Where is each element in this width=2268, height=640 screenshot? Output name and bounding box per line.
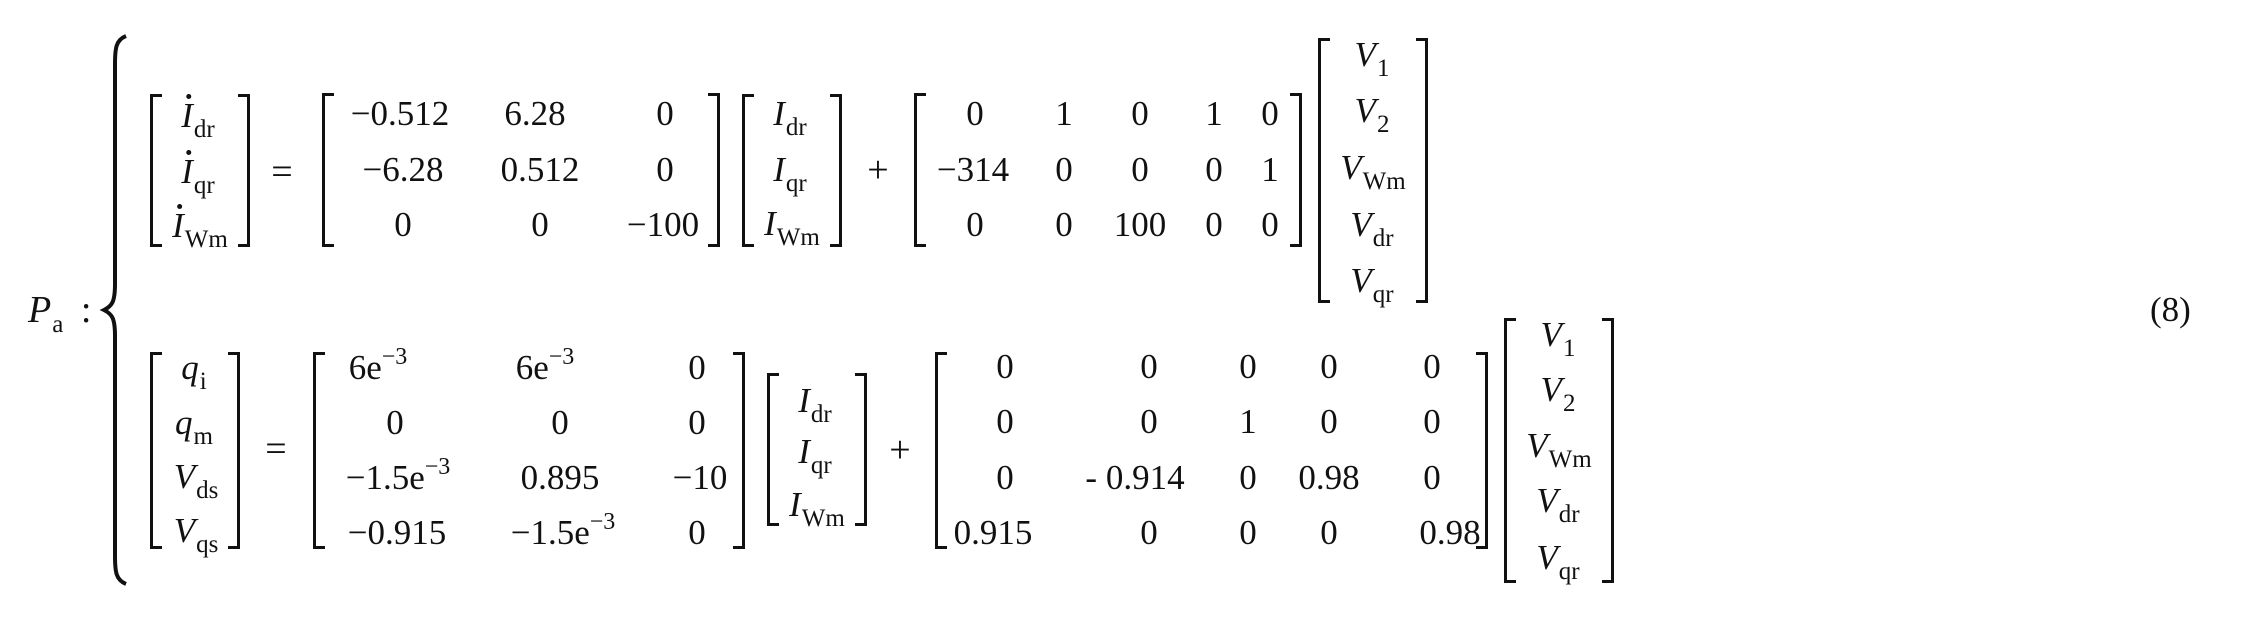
lower-state-entry: Iqr (798, 432, 832, 479)
matrix-a (322, 93, 720, 247)
lower-lhs-vector (150, 352, 240, 549)
lower-input-entry: V1 (1540, 315, 1576, 362)
matrix-a-cell: 0 (656, 94, 674, 133)
matrix-a-cell: −100 (626, 205, 700, 244)
system-label: Pa : (28, 289, 92, 338)
matrix-c-cell: −1.5e−3 (510, 509, 616, 552)
matrix-b-cell: 0 (1131, 94, 1149, 133)
lower-input-vector (1504, 318, 1614, 583)
lower-input-entry: Vdr (1536, 481, 1580, 528)
equals-sign: = (265, 428, 287, 470)
upper-lhs-vector (150, 94, 250, 247)
matrix-a-cell: 0 (394, 205, 412, 244)
matrix-b (914, 93, 1302, 247)
matrix-d-cell: 0 (1320, 347, 1338, 386)
upper-state-entry: IWm (764, 204, 820, 251)
matrix-b-cell: 0 (1205, 205, 1223, 244)
matrix-c (313, 352, 745, 549)
matrix-b-cell: 0 (1261, 94, 1279, 133)
matrix-c-cell: −10 (672, 458, 728, 497)
matrix-c-cell: 6e−3 (348, 344, 408, 387)
upper-state-vector (742, 94, 842, 247)
lower-state-entry: IWm (789, 485, 845, 532)
matrix-d-cell: 0 (1239, 513, 1257, 552)
matrix-b-cell: 0 (1261, 205, 1279, 244)
matrix-d-cell: 0 (1423, 458, 1441, 497)
lower-lhs-entry: Vds (173, 457, 219, 504)
matrix-d-cell: 0 (1140, 402, 1158, 441)
matrix-d-cell: 0.98 (1419, 513, 1481, 552)
matrix-c-cell: 0 (688, 513, 706, 552)
matrix-b-cell: 0 (1055, 205, 1073, 244)
matrix-b-cell: 0 (966, 94, 984, 133)
upper-state-entry: Iqr (773, 150, 807, 197)
upper-input-entry: Vdr (1350, 205, 1394, 252)
matrix-d-cell: - 0.914 (1085, 458, 1185, 497)
matrix-b-cell: 0 (966, 205, 984, 244)
matrix-b-cell: 1 (1205, 94, 1223, 133)
label-separator: : (80, 289, 92, 331)
matrix-c-cell: 0 (551, 403, 569, 442)
plus-sign: + (889, 429, 911, 471)
matrix-d-cell: 0.98 (1298, 458, 1360, 497)
matrix-d-cell: 1 (1239, 402, 1257, 441)
matrix-a-cell: −0.512 (350, 94, 450, 133)
upper-input-entry: V1 (1354, 35, 1390, 82)
label-symbol: P (28, 289, 52, 331)
matrix-b-cell: 1 (1055, 94, 1073, 133)
matrix-a-cell: −6.28 (362, 150, 444, 189)
lower-input-entry: VWm (1526, 426, 1592, 473)
matrix-d-cell: 0 (1320, 513, 1338, 552)
lower-lhs-entry: qm (175, 403, 213, 450)
equation-number: (8) (2150, 290, 2191, 329)
matrix-c-cell: 0 (386, 403, 404, 442)
matrix-b-cell: 100 (1113, 205, 1167, 244)
upper-input-entry: VWm (1340, 148, 1406, 195)
matrix-c-cell: −1.5e−3 (345, 454, 451, 497)
matrix-d-cell: 0 (996, 347, 1014, 386)
matrix-d-cell: 0 (1140, 513, 1158, 552)
matrix-b-cell: −314 (936, 150, 1010, 189)
matrix-c-cell: 0 (688, 348, 706, 387)
lower-input-entry: Vqr (1536, 538, 1580, 585)
matrix-d-cell: 0 (1423, 402, 1441, 441)
matrix-c-cell: 0.895 (520, 458, 600, 497)
matrix-d (935, 352, 1488, 549)
matrix-d-cell: 0 (996, 402, 1014, 441)
matrix-b-cell: 0 (1055, 150, 1073, 189)
upper-lhs-entry: IWm (172, 206, 228, 253)
matrix-d-cell: 0 (1320, 402, 1338, 441)
matrix-a-cell: 0.512 (500, 150, 580, 189)
upper-input-vector (1318, 38, 1428, 303)
matrix-c-cell: 0 (688, 403, 706, 442)
matrix-d-cell: 0.915 (953, 513, 1033, 552)
matrix-a-cell: 0 (656, 150, 674, 189)
matrix-d-cell: 0 (996, 458, 1014, 497)
upper-state-entry: Idr (773, 94, 807, 141)
lower-state-entry: Idr (798, 381, 832, 428)
lower-lhs-entry: Vqs (173, 511, 219, 558)
matrix-d-cell: 0 (1423, 347, 1441, 386)
left-brace-icon (99, 34, 127, 586)
matrix-b-cell: 1 (1261, 150, 1279, 189)
upper-lhs-entry: Iqr (181, 152, 215, 199)
matrix-c-cell: −0.915 (347, 513, 447, 552)
upper-input-entry: V2 (1354, 91, 1390, 138)
matrix-a-cell: 6.28 (504, 94, 566, 133)
plus-sign: + (867, 149, 889, 191)
upper-lhs-entry: Idr (181, 96, 215, 143)
matrix-c-cell: 6e−3 (515, 344, 575, 387)
matrix-d-cell: 0 (1140, 347, 1158, 386)
matrix-b-cell: 0 (1131, 150, 1149, 189)
upper-input-entry: Vqr (1350, 261, 1394, 308)
lower-lhs-entry: qi (181, 348, 207, 395)
lower-input-entry: V2 (1540, 370, 1576, 417)
equals-sign: = (271, 151, 293, 193)
matrix-d-cell: 0 (1239, 347, 1257, 386)
label-subscript: a (52, 311, 64, 338)
matrix-a-cell: 0 (531, 205, 549, 244)
matrix-b-cell: 0 (1205, 150, 1223, 189)
lower-state-vector (767, 373, 867, 526)
matrix-d-cell: 0 (1239, 458, 1257, 497)
